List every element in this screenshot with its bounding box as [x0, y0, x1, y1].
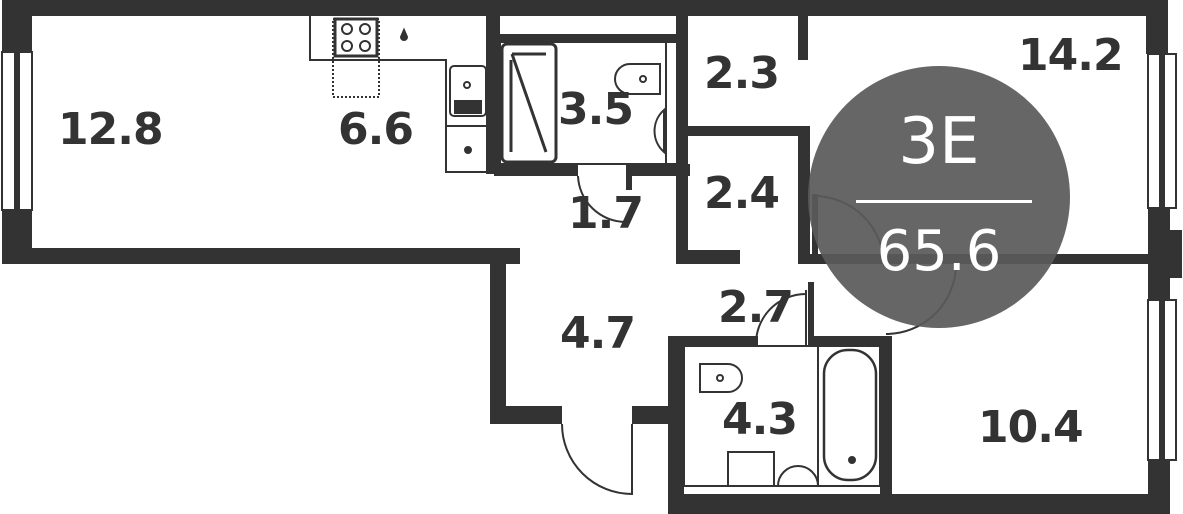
- bathtub-icon: [822, 348, 878, 482]
- washing-machine-icon: [727, 451, 775, 487]
- room-area-storage-1: 2.3: [704, 48, 780, 99]
- hob-icon: [464, 146, 472, 154]
- water-drop-icon: [399, 27, 409, 41]
- room-area-bedroom-1: 14.2: [1018, 30, 1124, 81]
- kitchen-fixtures: [309, 16, 490, 173]
- shower-icon: [500, 42, 558, 164]
- room-area-corridor-1: 1.7: [568, 188, 644, 239]
- door-arc-bedroom-2: [885, 263, 957, 335]
- basin-icon: [776, 465, 820, 487]
- toilet-icon: [614, 63, 661, 95]
- stove-icon: [333, 17, 379, 58]
- bathroom-1-fixtures: [499, 41, 679, 224]
- room-area-kitchen: 6.6: [338, 104, 414, 155]
- door-arc-bath-1: [577, 175, 627, 224]
- room-area-corridor-2: 2.7: [718, 282, 794, 333]
- door-arc-entrance: [561, 423, 633, 496]
- windows: [1, 51, 1177, 461]
- oven-outline: [332, 18, 380, 98]
- sink-icon: [449, 65, 487, 117]
- room-area-bathroom-2: 4.3: [722, 394, 798, 445]
- basin-icon: [653, 107, 665, 155]
- room-area-bedroom-2: 10.4: [978, 402, 1084, 453]
- toilet-icon: [699, 363, 743, 393]
- door-arc-bath-2: [754, 293, 807, 347]
- room-area-living-room: 12.8: [58, 104, 164, 155]
- room-area-storage-2: 2.4: [704, 168, 780, 219]
- room-area-entrance-hall: 4.7: [560, 308, 636, 359]
- bathroom-2-fixtures: [683, 290, 881, 487]
- room-area-bathroom-1: 3.5: [558, 84, 634, 135]
